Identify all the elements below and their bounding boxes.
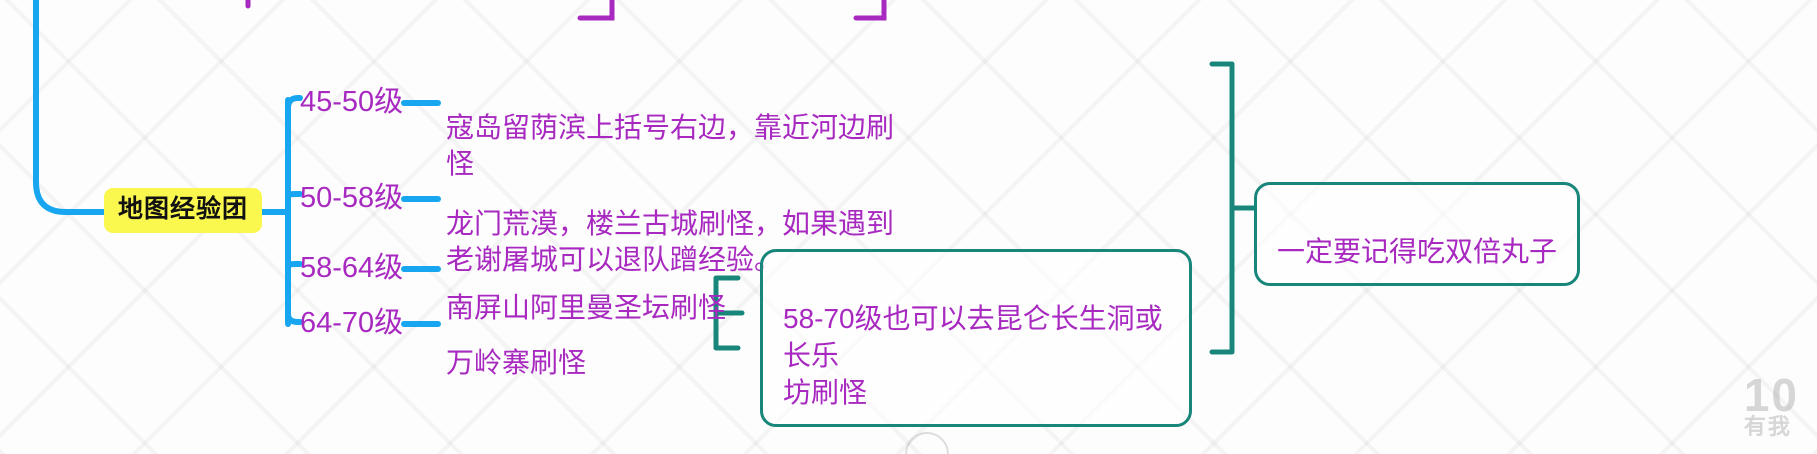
watermark-logo: 10 有我 (1744, 368, 1799, 438)
root-node-map-exp-team[interactable]: 地图经验团 (104, 188, 263, 233)
branch-detail-58-64[interactable]: 南屏山阿里曼圣坛刷怪 (446, 254, 726, 326)
branch-detail-50-58[interactable]: 龙门荒漠，楼兰古城刷怪，如果遇到 老谢屠城可以退队蹭经验。 (446, 170, 894, 277)
branch-level-58-64[interactable]: 58-64级 (300, 254, 403, 283)
watermark-logo-sub: 有我 (1743, 414, 1792, 439)
root-node-label: 地图经验团 (118, 195, 249, 223)
branch-level-label: 50-58级 (300, 182, 404, 214)
branch-level-label: 58-64级 (300, 252, 404, 284)
branch-level-45-50[interactable]: 45-50级 (300, 88, 403, 117)
note-text: 58-70级也可以去昆仑长生洞或长乐 坊刷怪 (783, 302, 1163, 408)
branch-detail-45-50[interactable]: 寇岛留荫滨上括号右边，靠近河边刷 怪 (446, 74, 894, 181)
note-box-kunlun[interactable]: 58-70级也可以去昆仑长生洞或长乐 坊刷怪 (760, 249, 1192, 427)
branch-level-50-58[interactable]: 50-58级 (300, 184, 403, 213)
branch-detail-text: 南屏山阿里曼圣坛刷怪 (446, 291, 727, 323)
note-text: 一定要记得吃双倍丸子 (1277, 235, 1558, 267)
branch-detail-text: 寇岛留荫滨上括号右边，靠近河边刷 怪 (446, 111, 895, 179)
branch-detail-text: 万岭寨刷怪 (446, 346, 587, 378)
branch-detail-64-70[interactable]: 万岭寨刷怪 (446, 309, 586, 381)
branch-detail-text: 龙门荒漠，楼兰古城刷怪，如果遇到 老谢屠城可以退队蹭经验。 (446, 207, 895, 275)
watermark-circle-icon (905, 432, 949, 454)
branch-level-64-70[interactable]: 64-70级 (300, 309, 403, 338)
branch-level-label: 45-50级 (300, 86, 404, 118)
watermark-logo-main: 10 (1743, 369, 1799, 421)
branch-level-label: 64-70级 (300, 307, 404, 339)
note-box-double-pill[interactable]: 一定要记得吃双倍丸子 (1254, 182, 1581, 286)
